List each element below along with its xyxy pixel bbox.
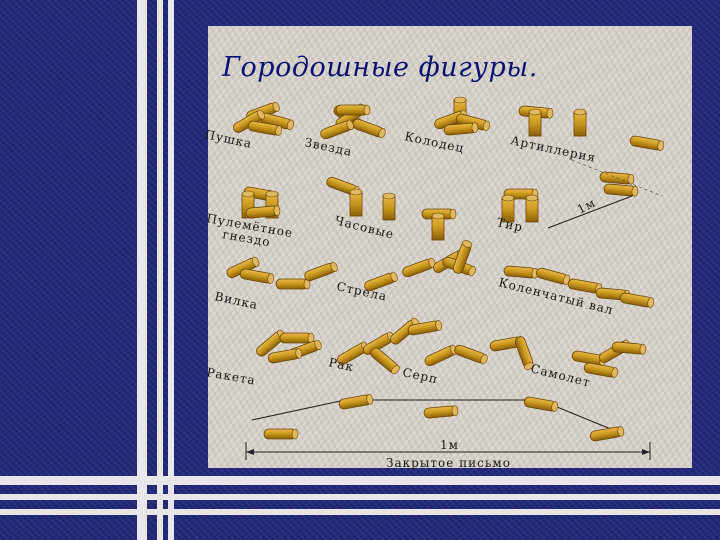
left-vertical-stripe [137,0,147,540]
figure-kolodets [432,96,492,136]
label-tir: Тир [495,215,524,234]
figure-samolet [570,338,647,379]
figure-zakrytoe-pismo [251,393,625,443]
figure-zvezda [318,102,388,141]
label-zvezda: Звезда [303,135,353,159]
label-1m-bottom: 1м [440,438,459,452]
one-meter-marker-bottom [245,442,651,460]
label-raketa: Ракета [205,365,256,387]
figures-panel [208,26,692,468]
label-1m-top: 1м [575,195,598,216]
label-serp: Серп [401,365,439,386]
bottom-horizontal-stripe [0,476,720,485]
figure-strela [362,238,478,293]
slide-title: Городошные фигуры. [222,52,538,83]
label-zakrytoe-pismo: Закрытое письмо [386,456,511,470]
bottom-horizontal-stripe-3 [0,509,720,515]
figure-pulemetnoe-gnezdo [241,185,281,219]
figure-vilka [224,255,340,290]
bottom-horizontal-stripe-2 [0,494,720,500]
figure-raketa [254,328,324,365]
label-samolet: Самолет [529,361,592,389]
left-vertical-stripe-3 [168,0,174,540]
label-pushka: Пушка [203,127,253,151]
one-meter-marker-top [547,159,663,229]
label-vilka: Вилка [213,289,259,312]
left-vertical-stripe-2 [157,0,163,540]
figure-pushka [231,100,296,137]
label-artilleriya: Артиллерия [509,133,597,165]
figure-serp [422,334,536,372]
figure-tir [501,171,639,223]
label-rak: Рак [327,355,355,374]
